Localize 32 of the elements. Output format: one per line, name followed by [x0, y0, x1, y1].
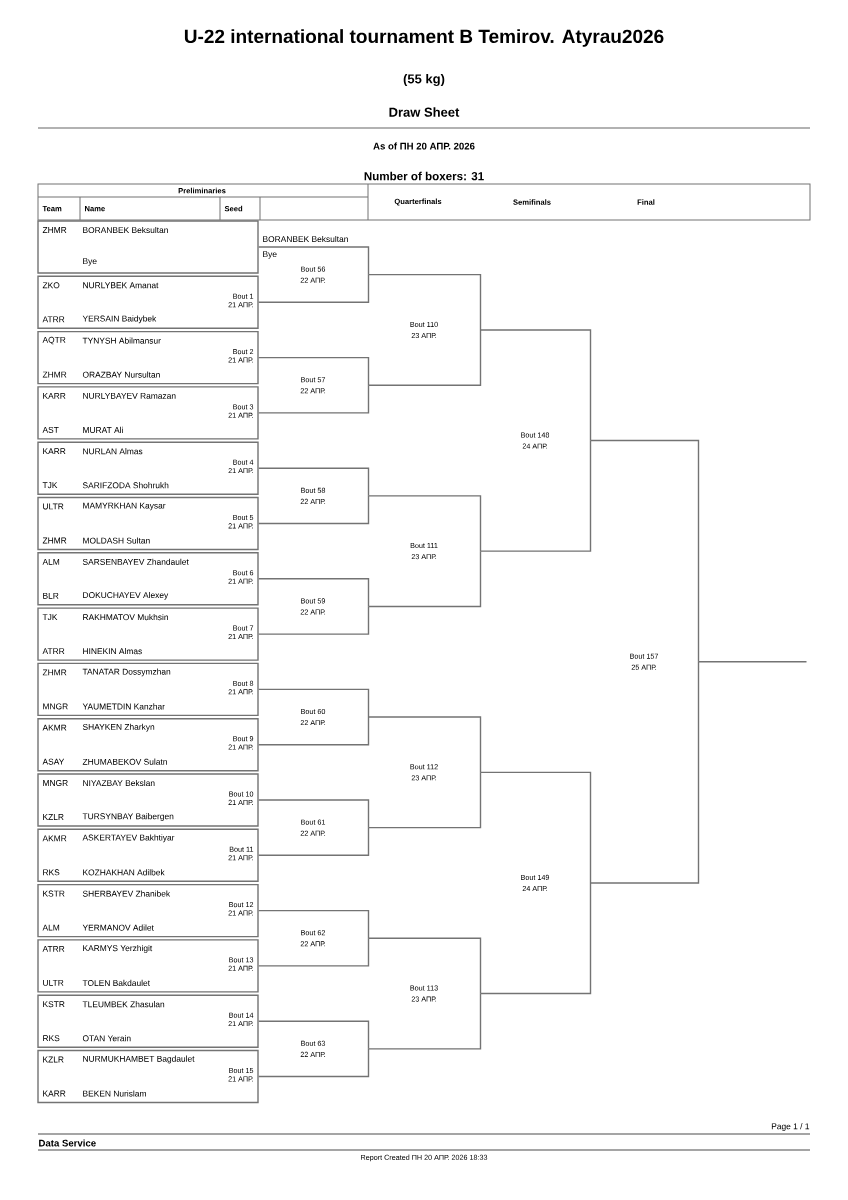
bracket-line: [258, 356, 370, 386]
bracket-line: [258, 578, 370, 608]
bracket-line: [479, 771, 592, 884]
bracket-line: [479, 439, 592, 552]
bracket-line: [258, 246, 370, 276]
bracket-line: [258, 688, 370, 718]
bracket-line: [258, 1048, 370, 1078]
bracket-line: [258, 826, 370, 856]
bracket-line: [258, 273, 370, 303]
bracket-line: [258, 384, 370, 414]
bracket-line: [258, 909, 370, 939]
bracket-line: [697, 661, 808, 663]
bracket-line: [367, 716, 482, 774]
bracket-line: [258, 716, 370, 746]
bracket-line: [367, 495, 482, 552]
bracket-line: [258, 799, 370, 829]
title: U-22 international tournament B Temirov. Atyrau2026: [184, 29, 664, 47]
bracket-line: [367, 937, 482, 995]
bracket-line: [258, 1020, 370, 1050]
bracket-line: [589, 661, 700, 884]
bracket-line: [258, 937, 370, 967]
bracket-line: [258, 495, 370, 525]
bracket-line: [589, 439, 700, 663]
bracket-line: [479, 329, 592, 442]
bracket-line: [367, 771, 482, 829]
bracket-line: [367, 550, 482, 608]
bracket-line: [367, 329, 482, 386]
bracket-line: [479, 882, 592, 995]
bracket-line: [258, 467, 370, 497]
bracket-line: [367, 273, 482, 331]
bracket-line: [367, 992, 482, 1050]
bracket-line: [258, 605, 370, 635]
